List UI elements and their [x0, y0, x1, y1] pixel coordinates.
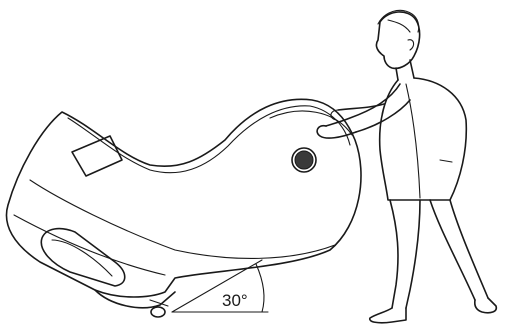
angle-label: 30° — [222, 291, 248, 310]
person-figure — [317, 10, 496, 322]
massage-chair — [6, 99, 361, 317]
speaker-icon — [292, 148, 316, 172]
